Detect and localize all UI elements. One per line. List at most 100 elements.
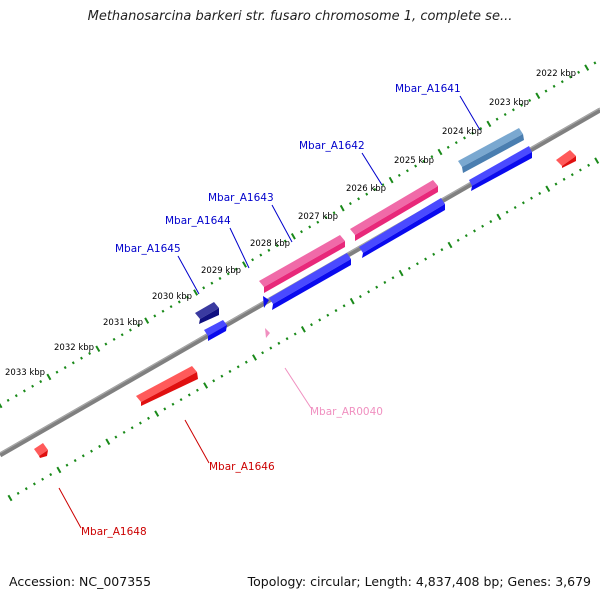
minor-tick bbox=[405, 169, 409, 173]
minor-tick bbox=[415, 262, 419, 266]
leader-a1646 bbox=[184, 419, 210, 464]
minor-tick bbox=[473, 229, 476, 233]
major-tick bbox=[144, 317, 150, 324]
minor-tick bbox=[454, 141, 458, 145]
minor-tick bbox=[489, 220, 493, 224]
gene-label-a1643[interactable]: Mbar_A1643 bbox=[208, 192, 274, 204]
leader-a1641 bbox=[459, 95, 481, 131]
gene-a1644-bar[interactable] bbox=[269, 253, 351, 310]
minor-tick bbox=[88, 351, 92, 355]
minor-tick bbox=[440, 248, 444, 252]
minor-tick bbox=[293, 332, 297, 336]
minor-tick bbox=[503, 112, 507, 117]
gene-small-arrow[interactable] bbox=[263, 296, 269, 308]
minor-tick bbox=[187, 393, 191, 397]
minor-tick bbox=[456, 238, 460, 242]
kbp-labels: 2022 kbp 2023 kbp 2024 kbp 2025 kbp 2026… bbox=[5, 69, 576, 378]
kbp-label-2028: 2028 kbp bbox=[250, 239, 290, 249]
minor-tick bbox=[520, 103, 523, 107]
minor-tick bbox=[577, 70, 581, 74]
minor-tick bbox=[560, 80, 564, 84]
gene-leader-lines bbox=[58, 95, 481, 529]
minor-tick bbox=[554, 182, 558, 186]
minor-tick bbox=[358, 295, 362, 299]
minor-tick bbox=[236, 365, 240, 369]
gene-label-a1644[interactable]: Mbar_A1644 bbox=[165, 215, 231, 227]
gene-blue-bar-2[interactable] bbox=[359, 198, 445, 258]
minor-tick bbox=[71, 361, 75, 365]
gene-a1646-bar[interactable] bbox=[136, 366, 198, 406]
minor-tick bbox=[39, 380, 43, 384]
kbp-label-2029: 2029 kbp bbox=[201, 266, 241, 276]
gene-a1643-bar[interactable] bbox=[259, 235, 345, 293]
kbp-label-2023: 2023 kbp bbox=[489, 98, 529, 108]
minor-tick bbox=[432, 252, 436, 256]
minor-tick bbox=[202, 286, 206, 290]
minor-tick bbox=[481, 224, 485, 228]
gene-red-right[interactable] bbox=[556, 150, 576, 168]
minor-tick bbox=[6, 398, 10, 402]
minor-tick bbox=[332, 211, 336, 215]
minor-tick bbox=[471, 131, 475, 135]
minor-tick bbox=[430, 155, 434, 159]
minor-tick bbox=[169, 305, 173, 309]
minor-tick bbox=[562, 177, 566, 181]
lower-scale-ticks bbox=[7, 157, 600, 502]
minor-tick bbox=[195, 388, 199, 392]
major-tick bbox=[46, 373, 52, 381]
minor-tick bbox=[505, 210, 509, 214]
minor-tick bbox=[185, 295, 189, 299]
major-tick bbox=[535, 92, 541, 100]
major-tick bbox=[486, 120, 492, 128]
gene-label-a1646[interactable]: Mbar_A1646 bbox=[209, 461, 275, 473]
minor-tick bbox=[373, 187, 377, 191]
minor-tick bbox=[511, 108, 515, 112]
minor-tick bbox=[365, 192, 369, 196]
major-tick bbox=[193, 289, 199, 296]
gene-label-a1641[interactable]: Mbar_A1641 bbox=[395, 83, 461, 95]
minor-tick bbox=[177, 300, 181, 304]
genome-stats-text: Topology: circular; Length: 4,837,408 bp… bbox=[247, 574, 591, 589]
minor-tick bbox=[367, 290, 371, 294]
gene-a1648-bar[interactable] bbox=[34, 443, 48, 458]
minor-tick bbox=[179, 398, 183, 402]
kbp-label-2030: 2030 kbp bbox=[152, 292, 192, 302]
minor-tick bbox=[163, 407, 167, 411]
kbp-label-2032: 2032 kbp bbox=[54, 343, 94, 353]
minor-tick bbox=[41, 477, 45, 481]
minor-tick bbox=[544, 89, 548, 93]
minor-tick bbox=[228, 369, 232, 373]
minor-tick bbox=[593, 61, 597, 65]
minor-tick bbox=[414, 164, 418, 168]
minor-tick bbox=[463, 136, 466, 140]
major-tick bbox=[349, 297, 355, 305]
minor-tick bbox=[587, 163, 591, 167]
major-tick bbox=[496, 213, 502, 221]
gene-a1641-bar[interactable] bbox=[458, 128, 524, 173]
minor-tick bbox=[348, 202, 352, 206]
minor-tick bbox=[391, 276, 395, 280]
minor-tick bbox=[171, 402, 175, 406]
rna-ar0040-mark[interactable] bbox=[265, 328, 270, 338]
major-tick bbox=[95, 345, 101, 353]
minor-tick bbox=[530, 196, 533, 200]
minor-tick bbox=[251, 258, 255, 262]
gene-label-a1645[interactable]: Mbar_A1645 bbox=[115, 243, 181, 255]
gene-a1642-bar[interactable] bbox=[350, 180, 438, 241]
gene-a1645-bar[interactable] bbox=[195, 302, 219, 324]
minor-tick bbox=[16, 491, 20, 495]
minor-tick bbox=[259, 253, 263, 257]
minor-tick bbox=[153, 314, 157, 318]
kbp-label-2031: 2031 kbp bbox=[103, 318, 143, 328]
gene-label-a1648[interactable]: Mbar_A1648 bbox=[81, 526, 147, 538]
minor-tick bbox=[495, 117, 499, 121]
major-tick bbox=[388, 176, 394, 184]
minor-tick bbox=[422, 159, 426, 163]
minor-tick bbox=[568, 75, 572, 79]
gene-blue-bar-3[interactable] bbox=[204, 320, 227, 341]
major-tick bbox=[398, 269, 404, 277]
gene-label-ar0040[interactable]: Mbar_AR0040 bbox=[310, 406, 383, 418]
gene-label-a1642[interactable]: Mbar_A1642 bbox=[299, 140, 365, 152]
minor-tick bbox=[137, 323, 140, 327]
gene-blue-bar-1[interactable] bbox=[469, 146, 532, 191]
